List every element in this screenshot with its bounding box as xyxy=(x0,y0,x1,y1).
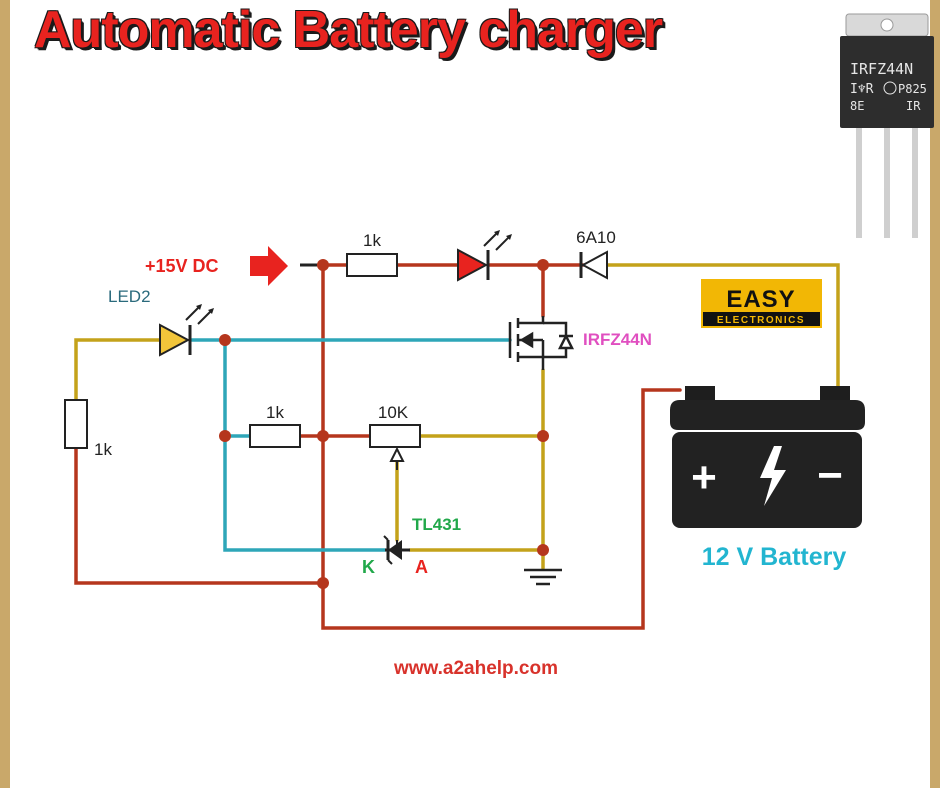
anode-label: A xyxy=(415,557,428,577)
battery-minus-icon: − xyxy=(817,451,843,500)
led2-label: LED2 xyxy=(108,287,151,306)
chip-marking-3: P825 xyxy=(898,82,927,96)
tl431-shunt xyxy=(383,535,410,565)
mosfet-package-image: IRFZ44N I♆R P825 8E IR xyxy=(840,13,934,238)
chip-marking-1: IRFZ44N xyxy=(850,60,913,78)
chip-marking-5: IR xyxy=(906,99,921,113)
resistor-top-label: 1k xyxy=(363,231,381,250)
battery-icon: + − xyxy=(670,386,865,528)
cathode-label: K xyxy=(362,557,375,577)
easy-electronics-logo: EASY ELECTRONICS xyxy=(701,279,822,328)
chip-marking-2: I♆R xyxy=(850,82,874,97)
diode-6a10 xyxy=(579,250,608,280)
website-url: www.a2ahelp.com xyxy=(393,658,558,679)
chip-marking-4: 8E xyxy=(850,99,864,113)
resistor-left xyxy=(64,399,88,449)
input-arrow-icon xyxy=(250,246,288,286)
page-title: Automatic Battery charger xyxy=(34,1,663,59)
resistor-mid xyxy=(249,424,301,448)
resistor-left-label: 1k xyxy=(94,440,112,459)
battery-label: 12 V Battery xyxy=(702,543,847,571)
wires xyxy=(74,263,840,630)
resistor-mid-label: 1k xyxy=(266,403,284,422)
led2-yellow xyxy=(159,304,214,357)
mosfet-symbol xyxy=(508,316,575,370)
led-red xyxy=(457,230,512,282)
resistor-top xyxy=(346,253,398,277)
junction-dots xyxy=(219,259,549,589)
mosfet-label: IRFZ44N xyxy=(583,330,652,349)
diode-label: 6A10 xyxy=(576,228,616,247)
ground-symbol xyxy=(524,568,562,586)
logo-line1: EASY xyxy=(726,286,795,313)
input-voltage-label: +15V DC xyxy=(145,256,219,276)
battery-plus-icon: + xyxy=(691,453,717,502)
lightning-icon xyxy=(760,446,786,506)
logo-line2: ELECTRONICS xyxy=(717,315,805,326)
potentiometer-label: 10K xyxy=(378,403,409,422)
potentiometer xyxy=(369,424,421,470)
tl431-label: TL431 xyxy=(412,515,461,534)
